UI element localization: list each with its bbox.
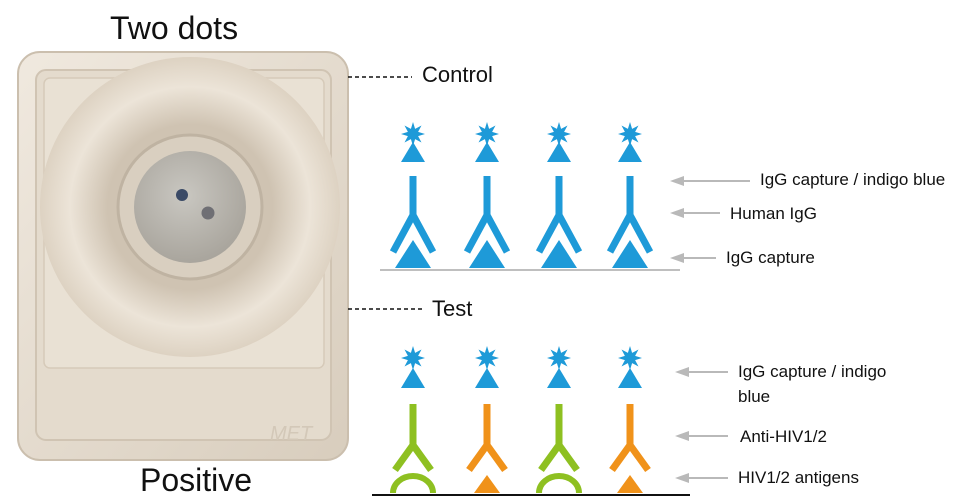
control-label: Control: [422, 62, 493, 87]
indigo-blue-marker: [618, 346, 642, 370]
test-label-anti-hiv: Anti-HIV1/2: [740, 427, 827, 446]
indigo-blue-marker: [475, 122, 499, 146]
diagram-title: Two dots: [110, 10, 239, 46]
test-complex-group: [390, 346, 651, 494]
indigo-blue-marker: [547, 122, 571, 146]
hiv-antigen-arc: [390, 473, 436, 494]
hiv-antigen-arc: [536, 473, 582, 494]
hiv-antigen-triangle: [617, 475, 643, 493]
indigo-blue-marker: [547, 346, 571, 370]
igg-capture-conjugate: [401, 368, 425, 388]
control-label-human-igg: Human IgG: [730, 204, 817, 223]
anti-hiv-antibody: [538, 404, 580, 473]
device-logo: MET: [270, 423, 314, 445]
test-dot: [201, 206, 215, 220]
igg-capture-triangle: [541, 240, 577, 268]
indigo-blue-marker: [401, 346, 425, 370]
anti-hiv-antibody: [392, 404, 434, 473]
indigo-blue-marker: [618, 122, 642, 146]
anti-hiv-antibody: [609, 404, 651, 473]
indigo-blue-marker: [475, 346, 499, 370]
igg-capture-conjugate: [475, 142, 499, 162]
control-complex-group: [389, 122, 654, 268]
arrow-igg-capture-head: [670, 253, 684, 263]
arrow-hiv-antigens-head: [675, 473, 689, 483]
test-label-igg-capture-indigo: IgG capture / indigo: [738, 362, 887, 381]
human-igg-antibody: [606, 176, 654, 254]
anti-hiv-antibody: [466, 404, 508, 473]
arrow-igg-capture-indigo-head: [670, 176, 684, 186]
test-label-hiv-antigens: HIV1/2 antigens: [738, 468, 859, 487]
test-label-blue: blue: [738, 387, 771, 406]
human-igg-antibody: [463, 176, 511, 254]
test-label: Test: [432, 296, 473, 321]
human-igg-antibody: [535, 176, 583, 254]
igg-capture-triangle: [395, 240, 431, 268]
igg-capture-conjugate: [547, 142, 571, 162]
igg-capture-triangle: [612, 240, 648, 268]
arrow-human-igg-head: [670, 208, 684, 218]
human-igg-antibody: [389, 176, 437, 254]
arrow-anti-hiv-head: [675, 431, 689, 441]
result-label: Positive: [140, 462, 253, 498]
hiv-antigen-triangle: [474, 475, 500, 493]
control-label-igg-capture: IgG capture: [726, 248, 815, 267]
test-device: MET: [17, 51, 349, 461]
igg-capture-conjugate: [475, 368, 499, 388]
igg-capture-conjugate: [401, 142, 425, 162]
label-arrows: [670, 176, 750, 483]
reaction-well: [134, 151, 246, 263]
indigo-blue-marker: [401, 122, 425, 146]
control-dot: [176, 189, 188, 201]
igg-capture-conjugate: [547, 368, 571, 388]
igg-capture-conjugate: [618, 142, 642, 162]
igg-capture-triangle: [469, 240, 505, 268]
control-label-igg-capture-indigo: IgG capture / indigo blue: [760, 170, 946, 189]
arrow-test-igg-capture-indigo-head: [675, 367, 689, 377]
igg-capture-conjugate: [618, 368, 642, 388]
